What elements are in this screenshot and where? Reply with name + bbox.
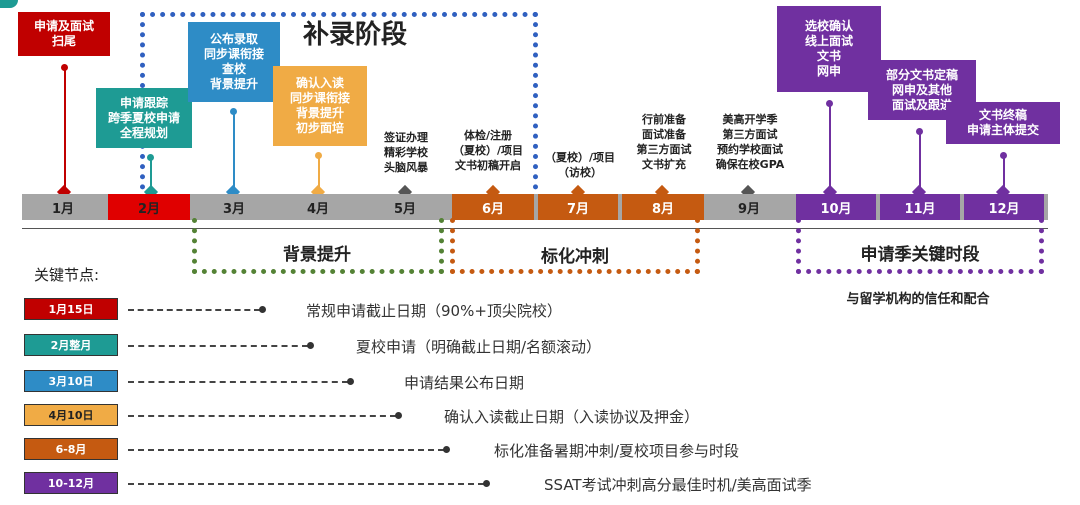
month-apr: 4月 [278, 194, 358, 220]
note-sep: 美高开学季 第三方面试 预约学校面试 确保在校GPA [715, 113, 785, 171]
legend-badge-4: 4月10日 [24, 404, 118, 426]
stem-nov [919, 132, 921, 188]
month-sep: 9月 [708, 194, 790, 220]
month-jul: 7月 [538, 194, 618, 220]
callout-dec: 文书终稿 申请主体提交 [946, 102, 1060, 144]
background-phase-label: 背景提升 [283, 245, 351, 265]
standardized-phase-label: 标化冲刺 [541, 247, 609, 267]
legend-dot-4 [395, 412, 402, 419]
legend-badge-2: 2月整月 [24, 334, 118, 356]
stem-dot-nov [916, 128, 923, 135]
callout-oct: 选校确认 线上面试 文书 网申 [777, 6, 881, 92]
legend-text-1: 常规申请截止日期（90%+顶尖院校） [306, 302, 562, 320]
legend-leader-3 [128, 381, 348, 383]
legend-text-3: 申请结果公布日期 [404, 374, 525, 392]
stem-dot-feb [147, 154, 154, 161]
key-nodes-title: 关键节点: [34, 266, 100, 284]
supplementary-phase-title: 补录阶段 [302, 20, 407, 50]
legend-badge-1: 1月15日 [24, 298, 118, 320]
standardized-phase-bracket [450, 218, 700, 274]
month-jan: 1月 [22, 194, 104, 220]
timeline-underline [22, 228, 1048, 229]
legend-dot-1 [259, 306, 266, 313]
month-oct: 10月 [796, 194, 876, 220]
callout-apr: 确认入读 同步课衔接 背景提升 初步面培 [273, 66, 367, 146]
stem-dot-dec [1000, 152, 1007, 159]
stem-feb [150, 158, 152, 188]
month-aug: 8月 [622, 194, 704, 220]
legend-badge-3: 3月10日 [24, 370, 118, 392]
stem-jan [64, 68, 66, 188]
application-phase-note: 与留学机构的信任和配合 [846, 292, 990, 307]
legend-leader-1 [128, 309, 260, 311]
stem-oct [829, 104, 831, 188]
callout-mar: 公布录取 同步课衔接 查校 背景提升 [188, 22, 280, 102]
legend-text-4: 确认入读截止日期（入读协议及押金） [444, 408, 700, 426]
legend-leader-4 [128, 415, 396, 417]
month-dec: 12月 [964, 194, 1044, 220]
legend-badge-6: 10-12月 [24, 472, 118, 494]
application-phase-label: 申请季关键时段 [860, 245, 980, 265]
note-jul: （夏校）/项目 （访校） [544, 151, 616, 179]
legend-leader-5 [128, 449, 444, 451]
timeline-bar [22, 194, 1048, 220]
legend-dot-5 [443, 446, 450, 453]
legend-text-5: 标化准备暑期冲刺/夏校项目参与时段 [494, 442, 740, 460]
stem-dot-apr [315, 152, 322, 159]
legend-text-2: 夏校申请（明确截止日期/名额滚动） [356, 338, 602, 356]
note-jun: 体检/注册 （夏校）/项目 文书初稿开启 [452, 129, 524, 172]
stem-dot-oct [826, 100, 833, 107]
stem-dec [1003, 156, 1005, 188]
month-mar: 3月 [194, 194, 274, 220]
legend-leader-6 [128, 483, 484, 485]
legend-leader-2 [128, 345, 308, 347]
note-may: 签证办理 精彩学校 头脑风暴 [384, 131, 428, 174]
callout-feb: 申请跟踪 跨季夏校申请 全程规划 [96, 88, 192, 148]
legend-badge-5: 6-8月 [24, 438, 118, 460]
callout-jan: 申请及面试 扫尾 [18, 12, 110, 56]
stem-mar [233, 112, 235, 188]
note-aug: 行前准备 面试准备 第三方面试 文书扩充 [636, 113, 692, 171]
month-nov: 11月 [880, 194, 960, 220]
month-feb: 2月 [108, 194, 190, 220]
stem-dot-mar [230, 108, 237, 115]
month-jun: 6月 [452, 194, 534, 220]
month-may: 5月 [362, 194, 448, 220]
legend-dot-6 [483, 480, 490, 487]
legend-text-6: SSAT考试冲刺高分最佳时机/美高面试季 [544, 476, 812, 494]
application-phase-bracket [796, 218, 1044, 274]
background-phase-bracket [192, 218, 444, 274]
stem-apr [318, 156, 320, 188]
stem-dot-jan [61, 64, 68, 71]
legend-dot-3 [347, 378, 354, 385]
logo-icon [0, 0, 18, 8]
legend-dot-2 [307, 342, 314, 349]
